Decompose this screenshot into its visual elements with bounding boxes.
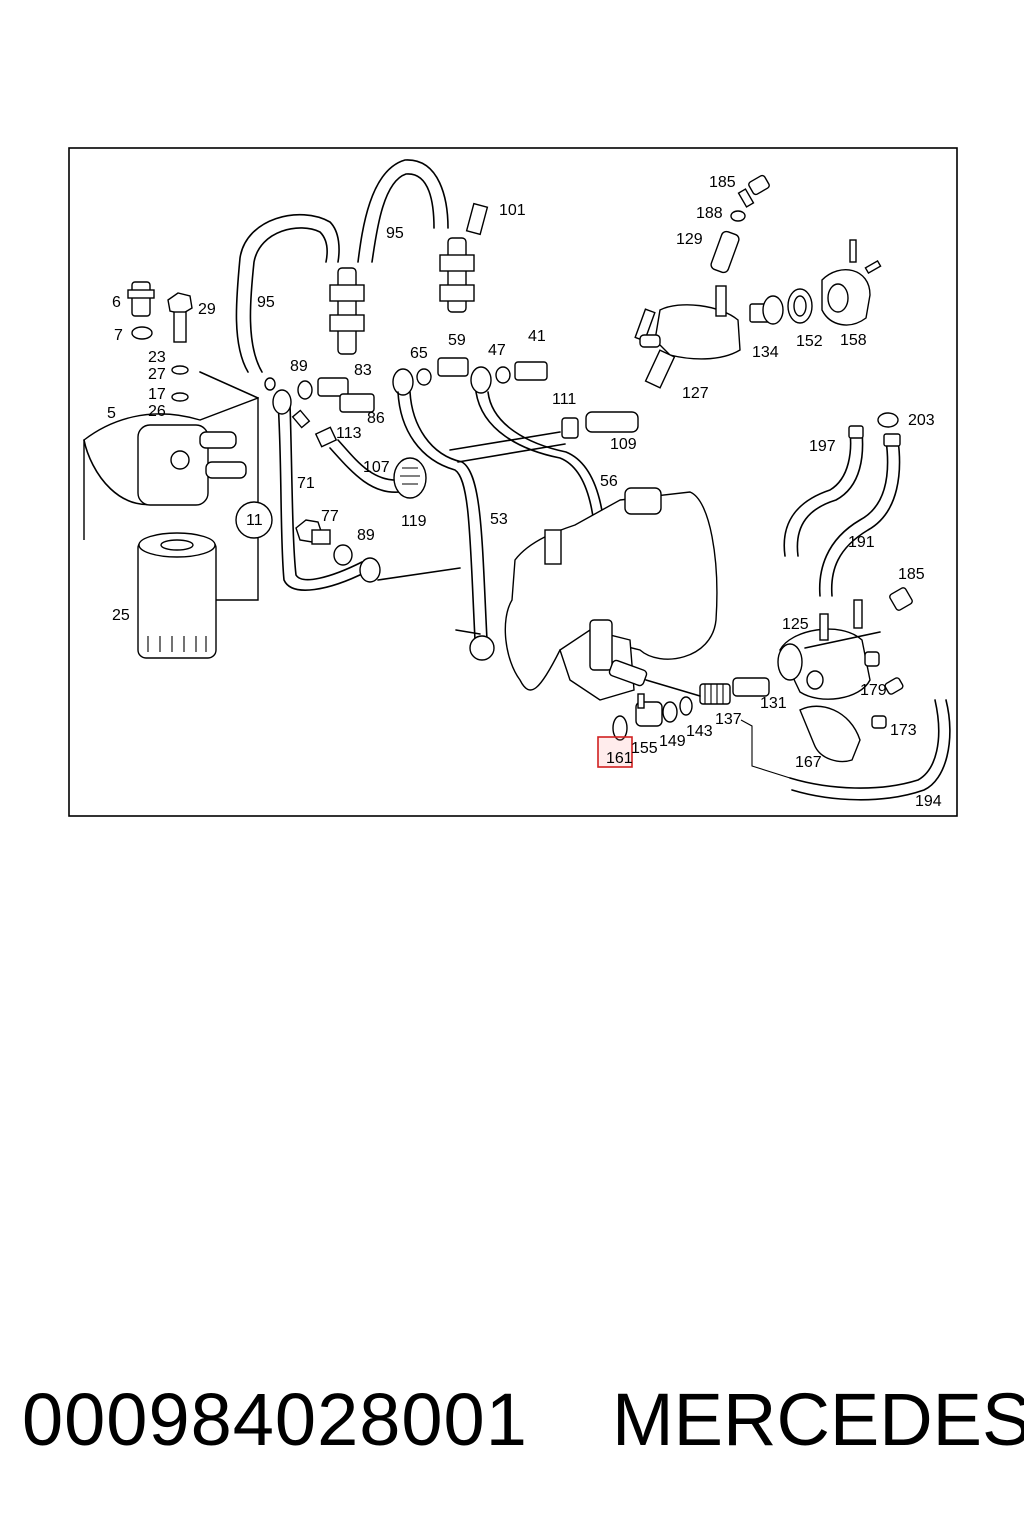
callout-label-89: 89: [357, 527, 375, 544]
callout-label-53: 53: [490, 511, 508, 528]
callout-label-59: 59: [448, 332, 466, 349]
callout-label-26: 26: [148, 403, 166, 420]
callout-label-137: 137: [715, 711, 742, 728]
callout-label-65: 65: [410, 345, 428, 362]
callout-label-41: 41: [528, 328, 546, 345]
callout-label-56: 56: [600, 473, 618, 490]
callout-label-143: 143: [686, 723, 713, 740]
callout-label-194: 194: [915, 793, 942, 810]
callout-label-77: 77: [321, 508, 339, 525]
caption-bar: 000984028001 MERCEDES: [0, 1370, 1024, 1470]
callout-label-86: 86: [367, 410, 385, 427]
callout-label-47: 47: [488, 342, 506, 359]
callout-label-185: 185: [709, 174, 736, 191]
callout-label-127: 127: [682, 385, 709, 402]
callout-label-6: 6: [112, 294, 121, 311]
callout-label-134: 134: [752, 344, 779, 361]
callout-label-109: 109: [610, 436, 637, 453]
callout-label-11: 11: [246, 512, 263, 529]
part-number: 000984028001: [22, 1378, 528, 1461]
callout-label-125: 125: [782, 616, 809, 633]
callout-label-149: 149: [659, 733, 686, 750]
callout-label-17: 17: [148, 386, 166, 403]
callout-label-119: 119: [401, 513, 427, 530]
callout-label-107: 107: [363, 459, 390, 476]
callout-label-95: 95: [386, 225, 404, 242]
callout-label-29: 29: [198, 301, 216, 318]
callout-label-7: 7: [114, 327, 123, 344]
callout-label-173: 173: [890, 722, 917, 739]
callout-label-111: 111: [552, 391, 576, 408]
callout-label-158: 158: [840, 332, 867, 349]
highlight-box: [597, 736, 633, 768]
callout-label-188: 188: [696, 205, 723, 222]
callout-label-167: 167: [795, 754, 822, 771]
callout-label-83: 83: [354, 362, 372, 379]
callout-label-191: 191: [848, 534, 875, 551]
callout-label-185: 185: [898, 566, 925, 583]
callout-label-101: 101: [499, 202, 526, 219]
line-art: [83, 159, 951, 801]
callout-label-113: 113: [336, 425, 362, 442]
callout-label-5: 5: [107, 405, 116, 422]
brand-name: MERCEDES: [612, 1378, 1024, 1461]
callout-label-23: 23: [148, 349, 166, 366]
callout-label-155: 155: [631, 740, 658, 757]
callout-label-131: 131: [760, 695, 787, 712]
callout-label-161: 161: [606, 750, 633, 767]
callout-label-129: 129: [676, 231, 703, 248]
callout-label-179: 179: [860, 682, 887, 699]
callout-label-152: 152: [796, 333, 823, 350]
callout-label-197: 197: [809, 438, 836, 455]
callout-label-71: 71: [297, 475, 315, 492]
callout-label-25: 25: [112, 607, 130, 624]
callout-label-89: 89: [290, 358, 308, 375]
callout-label-27: 27: [148, 366, 166, 383]
callout-label-95: 95: [257, 294, 275, 311]
callout-label-203: 203: [908, 412, 935, 429]
